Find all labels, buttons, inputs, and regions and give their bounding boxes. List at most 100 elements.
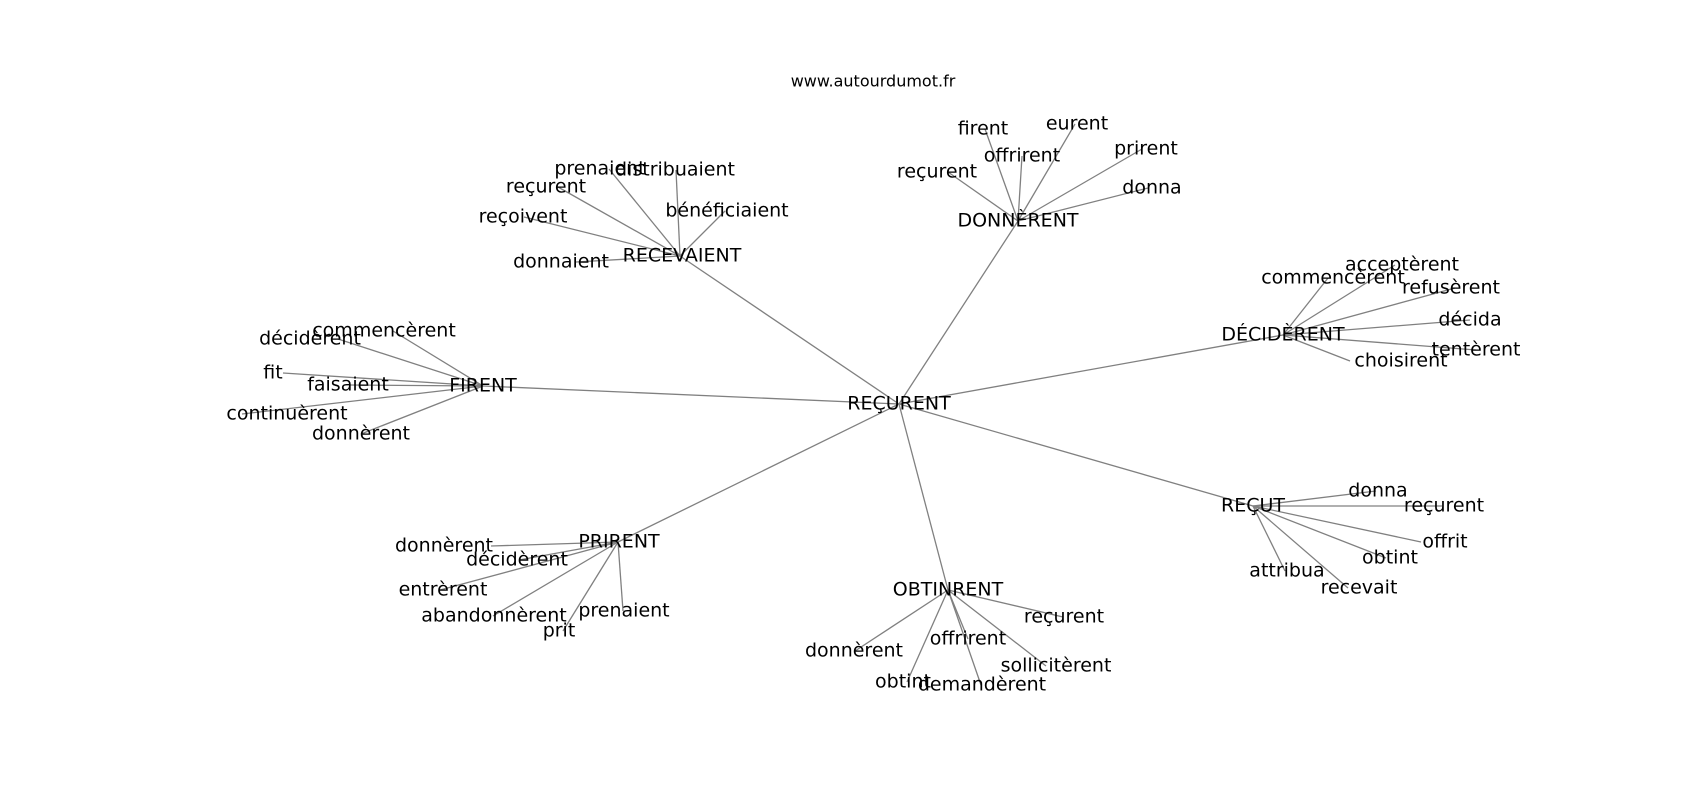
edge-hub-to-leaf: [947, 589, 1047, 667]
edge-hub-to-leaf: [675, 169, 681, 257]
leaf-node-label: prenaient: [554, 158, 645, 180]
edge-hub-to-leaf: [1017, 123, 1076, 222]
leaf-node-label: offrirent: [984, 145, 1060, 167]
edge-hub-to-leaf: [1017, 155, 1023, 222]
edge-hub-to-leaf: [1252, 505, 1387, 559]
leaf-node-label: abandonnèrent: [421, 605, 566, 627]
edge-hub-to-leaf: [1282, 319, 1471, 336]
edge-hub-to-leaf: [906, 589, 949, 683]
edge-hub-to-leaf: [1252, 505, 1422, 543]
edge-hub-to-leaf: [1282, 277, 1329, 336]
leaf-node-label: donnèrent: [805, 640, 903, 662]
leaf-node-label: obtint: [875, 671, 931, 693]
leaf-node-label: décidèrent: [466, 549, 568, 571]
leaf-node-label: reçurent: [897, 161, 977, 183]
leaf-node-label: obtint: [1362, 547, 1418, 569]
edge-hub-to-leaf: [282, 372, 484, 387]
edge-root-to-hub: [898, 334, 1284, 405]
leaf-node-label: donnaient: [513, 251, 609, 273]
edge-hub-to-leaf: [1017, 148, 1143, 222]
leaf-node-label: faisaient: [307, 374, 389, 396]
leaf-node-label: commencèrent: [312, 320, 456, 342]
edge-hub-to-leaf: [1282, 334, 1477, 351]
edge-hub-to-leaf: [439, 541, 619, 591]
leaf-node-label: reçoivent: [479, 206, 568, 228]
hub-node-label: REÇUT: [1221, 495, 1285, 517]
edge-hub-to-leaf: [679, 210, 726, 257]
leaf-node-label: décidèrent: [259, 328, 361, 350]
edge-hub-to-leaf: [1252, 505, 1349, 589]
leaf-node-label: donna: [1348, 480, 1407, 502]
edge-hub-to-leaf: [1252, 505, 1286, 572]
hub-node-label: DÉCIDÈRENT: [1221, 323, 1345, 346]
leaf-node-label: bénéficiaient: [665, 200, 788, 222]
edge-hub-to-leaf: [523, 216, 681, 257]
edge-hub-to-leaf: [562, 541, 619, 632]
leaf-node-label: distribuaient: [615, 159, 735, 181]
leaf-node-label: prit: [543, 620, 576, 642]
leaf-node-label: donna: [1122, 177, 1181, 199]
edge-hub-to-leaf: [984, 128, 1019, 222]
leaf-node-label: offrit: [1422, 531, 1467, 553]
leaf-node-label: donnèrent: [312, 423, 410, 445]
leaf-node-label: recevait: [1321, 577, 1398, 599]
edge-root-to-hub: [898, 403, 1254, 507]
leaf-node-label: commencèrent: [1261, 267, 1405, 289]
graph-edges: [241, 123, 1477, 686]
leaf-node-label: sollicitèrent: [1001, 655, 1112, 677]
edge-hub-to-leaf: [947, 171, 1019, 222]
edge-hub-to-leaf: [360, 385, 484, 435]
leaf-node-label: attribua: [1249, 560, 1324, 582]
leaf-node-label: fit: [263, 362, 282, 384]
leaf-node-label: décida: [1438, 309, 1501, 331]
edge-hub-to-leaf: [518, 541, 619, 561]
edge-hub-to-leaf: [1282, 264, 1396, 336]
leaf-node-label: reçurent: [506, 176, 586, 198]
edge-hub-to-leaf: [241, 385, 484, 415]
edge-root-to-hub: [679, 255, 900, 405]
leaf-node-label: offrirent: [930, 628, 1006, 650]
edge-hub-to-leaf: [337, 338, 484, 387]
edge-hub-to-leaf: [490, 541, 619, 547]
hub-node-label: OBTINRENT: [893, 579, 1004, 601]
edge-root-to-hub: [617, 403, 900, 543]
edge-hub-to-leaf: [608, 168, 681, 257]
root-node-label: REÇURENT: [847, 393, 951, 415]
edge-hub-to-leaf: [617, 541, 624, 612]
edge-hub-to-leaf: [1282, 287, 1456, 336]
leaf-node-label: demandèrent: [918, 674, 1046, 696]
leaf-node-label: choisirent: [1354, 350, 1447, 372]
leaf-node-label: donnèrent: [395, 535, 493, 557]
leaf-node-label: prirent: [1114, 138, 1178, 160]
leaf-node-label: tentèrent: [1432, 339, 1521, 361]
hub-node-label: PRIRENT: [578, 531, 660, 553]
leaf-node-label: eurent: [1046, 113, 1108, 135]
edge-hub-to-leaf: [392, 330, 484, 387]
edge-hub-to-leaf: [492, 541, 619, 617]
leaf-node-label: reçurent: [1024, 606, 1104, 628]
edge-hub-to-leaf: [1252, 490, 1377, 507]
edge-root-to-hub: [898, 220, 1019, 405]
leaf-node-label: acceptèrent: [1345, 254, 1459, 276]
leaf-node-label: continuèrent: [226, 403, 347, 425]
edge-hub-to-leaf: [1017, 187, 1149, 222]
edge-hub-to-leaf: [1282, 334, 1351, 362]
edge-hub-to-leaf: [349, 384, 484, 387]
hub-node-label: DONNÈRENT: [957, 209, 1078, 232]
edge-root-to-hub: [482, 385, 900, 405]
edge-hub-to-leaf: [947, 589, 1064, 618]
edge-hub-to-leaf: [947, 589, 982, 686]
leaf-node-label: prenaient: [578, 600, 669, 622]
edge-hub-to-leaf: [557, 186, 681, 257]
leaf-node-label: reçurent: [1404, 495, 1484, 517]
leaf-node-label: entrèrent: [399, 579, 488, 601]
hub-node-label: FIRENT: [449, 375, 517, 397]
leaf-node-label: firent: [958, 118, 1009, 140]
hub-node-label: RECEVAIENT: [623, 245, 742, 267]
leaf-node-label: refusèrent: [1402, 277, 1500, 299]
site-url: www.autourdumot.fr: [791, 72, 956, 91]
edge-hub-to-leaf: [854, 589, 949, 652]
edge-root-to-hub: [898, 403, 949, 591]
